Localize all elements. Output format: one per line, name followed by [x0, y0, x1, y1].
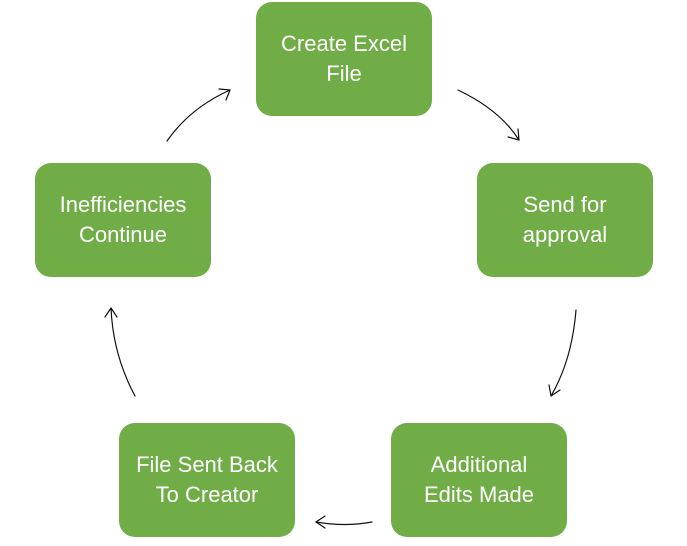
- node-label: Inefficiencies Continue: [59, 192, 187, 247]
- arrow-back-to-ineff: [104, 307, 136, 397]
- node-label: File Sent Back To Creator: [136, 452, 278, 507]
- node-label: Additional Edits Made: [423, 452, 535, 507]
- arrow-ineff-to-create: [166, 88, 231, 142]
- node-additional-edits-made: Additional Edits Made: [391, 423, 567, 537]
- node-create-excel-file: Create Excel File: [256, 2, 432, 116]
- arrow-send-to-edits: [548, 309, 577, 397]
- node-send-for-approval: Send for approval: [477, 163, 653, 277]
- arrow-create-to-send: [457, 89, 520, 141]
- node-file-sent-back: File Sent Back To Creator: [119, 423, 295, 537]
- node-label: Create Excel File: [281, 31, 407, 86]
- arrow-edits-to-back: [315, 515, 373, 529]
- node-inefficiencies-continue: Inefficiencies Continue: [35, 163, 211, 277]
- node-label: Send for approval: [522, 192, 608, 247]
